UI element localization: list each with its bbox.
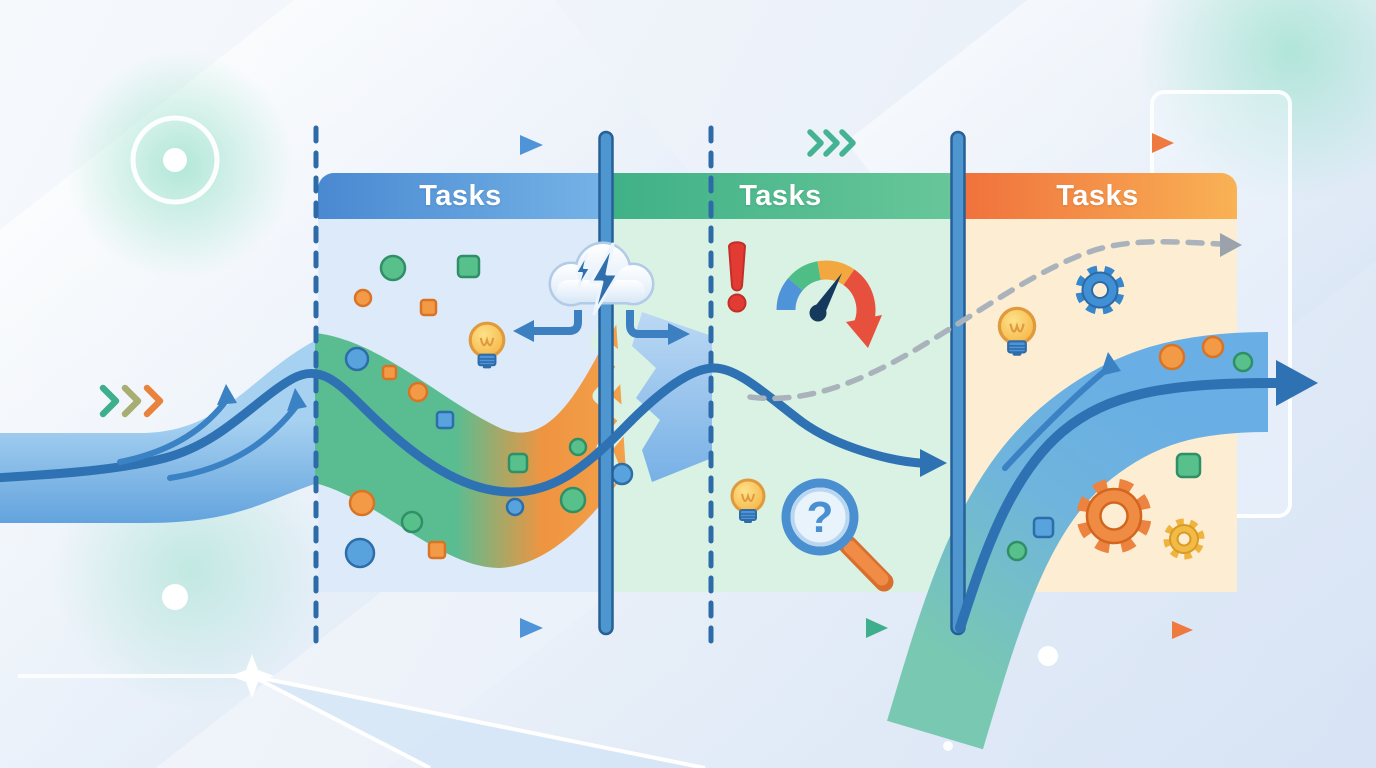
panel-2-title: Tasks bbox=[739, 179, 822, 212]
stage3-bottom-arrow bbox=[1120, 621, 1193, 639]
gear-icon-blue bbox=[1075, 265, 1125, 315]
divider-bar-1 bbox=[598, 130, 614, 636]
panel-2-header: Tasks bbox=[603, 173, 958, 219]
stage1-bottom-arrow bbox=[386, 618, 543, 638]
stage1-top-arrow bbox=[386, 135, 543, 155]
question-mark-glyph: ? bbox=[807, 493, 834, 542]
stage2-top-chevrons bbox=[763, 129, 856, 157]
panel-3-header: Tasks bbox=[958, 173, 1237, 219]
flow-line-arrowhead-stage2 bbox=[920, 449, 947, 477]
panel-1-header: Tasks bbox=[318, 173, 603, 219]
gauge-drop-arrowhead bbox=[846, 315, 882, 348]
panel-3-title: Tasks bbox=[1056, 179, 1139, 212]
panel-1-title: Tasks bbox=[419, 179, 502, 212]
dashed-curve-arrowhead bbox=[1220, 233, 1242, 257]
lightbulb-icon bbox=[997, 306, 1037, 356]
intro-chevrons bbox=[59, 384, 164, 418]
node-line-decoration bbox=[0, 584, 188, 610]
divider-bar-2 bbox=[950, 130, 966, 636]
flow-exit-arrowhead bbox=[1276, 360, 1318, 406]
overload-gauge-icon bbox=[776, 260, 882, 348]
branch-left-arrow bbox=[513, 310, 582, 342]
sparkle-decoration bbox=[18, 654, 706, 768]
lightbulb-icon bbox=[468, 321, 506, 369]
stage2-bottom-arrow bbox=[776, 618, 888, 638]
gear-icon-yellow bbox=[1163, 518, 1205, 560]
storm-cloud-icon bbox=[548, 241, 655, 316]
white-dot-decoration bbox=[943, 741, 953, 751]
white-dot-decoration bbox=[1038, 646, 1058, 666]
lightbulb-icon bbox=[730, 478, 766, 523]
target-ring-decoration bbox=[130, 115, 220, 205]
stage3-top-arrow bbox=[1026, 133, 1174, 153]
exclamation-warning-icon bbox=[727, 241, 747, 313]
sparkle-star-icon bbox=[230, 654, 274, 698]
magnifier-question-icon: ? bbox=[781, 478, 894, 592]
